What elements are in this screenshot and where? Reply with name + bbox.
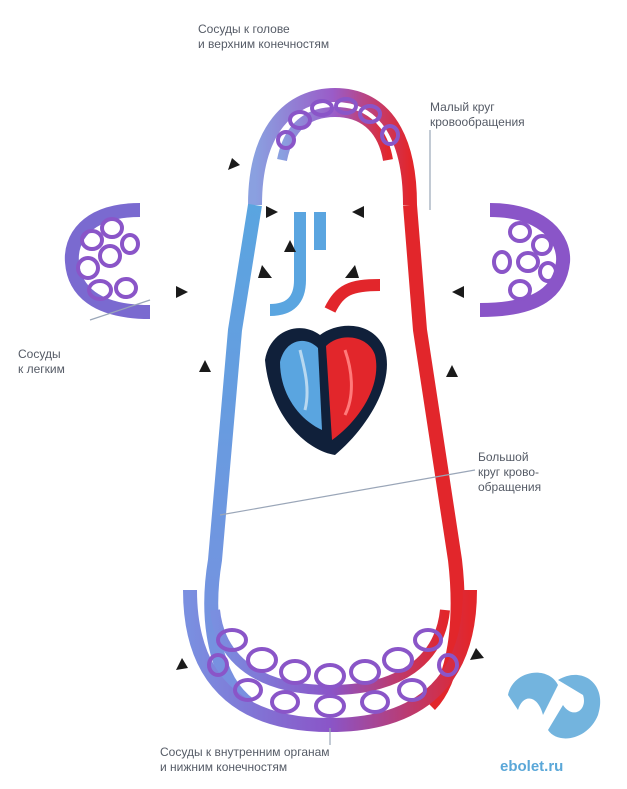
left-lung-capillaries: [72, 210, 150, 312]
label-systemic-circulation: Большой круг крово- обращения: [478, 450, 541, 495]
label-head-vessels: Сосуды к голове и верхним конечностям: [198, 22, 329, 52]
arrow-icon: [470, 648, 484, 660]
label-organ-vessels: Сосуды к внутренним органам и нижним кон…: [160, 745, 330, 775]
arrow-icon: [452, 286, 464, 298]
arrow-icon: [345, 265, 359, 278]
site-logo: [488, 655, 613, 775]
label-line: к легким: [18, 362, 65, 377]
label-line: Сосуды: [18, 347, 65, 362]
label-lung-vessels: Сосуды к легким: [18, 347, 65, 377]
arrow-icon: [176, 286, 188, 298]
body-capillary-loop: [190, 590, 470, 725]
arrow-icon: [199, 360, 211, 372]
arrow-icon: [446, 365, 458, 377]
heart: [265, 326, 387, 455]
right-lung-capillaries: [480, 210, 563, 310]
label-line: и нижним конечностям: [160, 760, 330, 775]
label-line: Большой: [478, 450, 541, 465]
watermark-text: ebolet.ru: [500, 758, 563, 775]
label-pulmonary-circulation: Малый круг кровообращения: [430, 100, 525, 130]
arrow-icon: [258, 265, 272, 278]
label-line: Сосуды к голове: [198, 22, 329, 37]
arrow-icon: [176, 658, 188, 670]
label-line: и верхним конечностям: [198, 37, 329, 52]
label-line: Малый круг: [430, 100, 525, 115]
inner-branch-left: [270, 212, 300, 310]
label-line: Сосуды к внутренним органам: [160, 745, 330, 760]
label-line: круг крово-: [478, 465, 541, 480]
arrow-icon: [228, 158, 240, 170]
head-capillary-loop: [255, 95, 410, 205]
label-line: обращения: [478, 480, 541, 495]
label-line: кровообращения: [430, 115, 525, 130]
